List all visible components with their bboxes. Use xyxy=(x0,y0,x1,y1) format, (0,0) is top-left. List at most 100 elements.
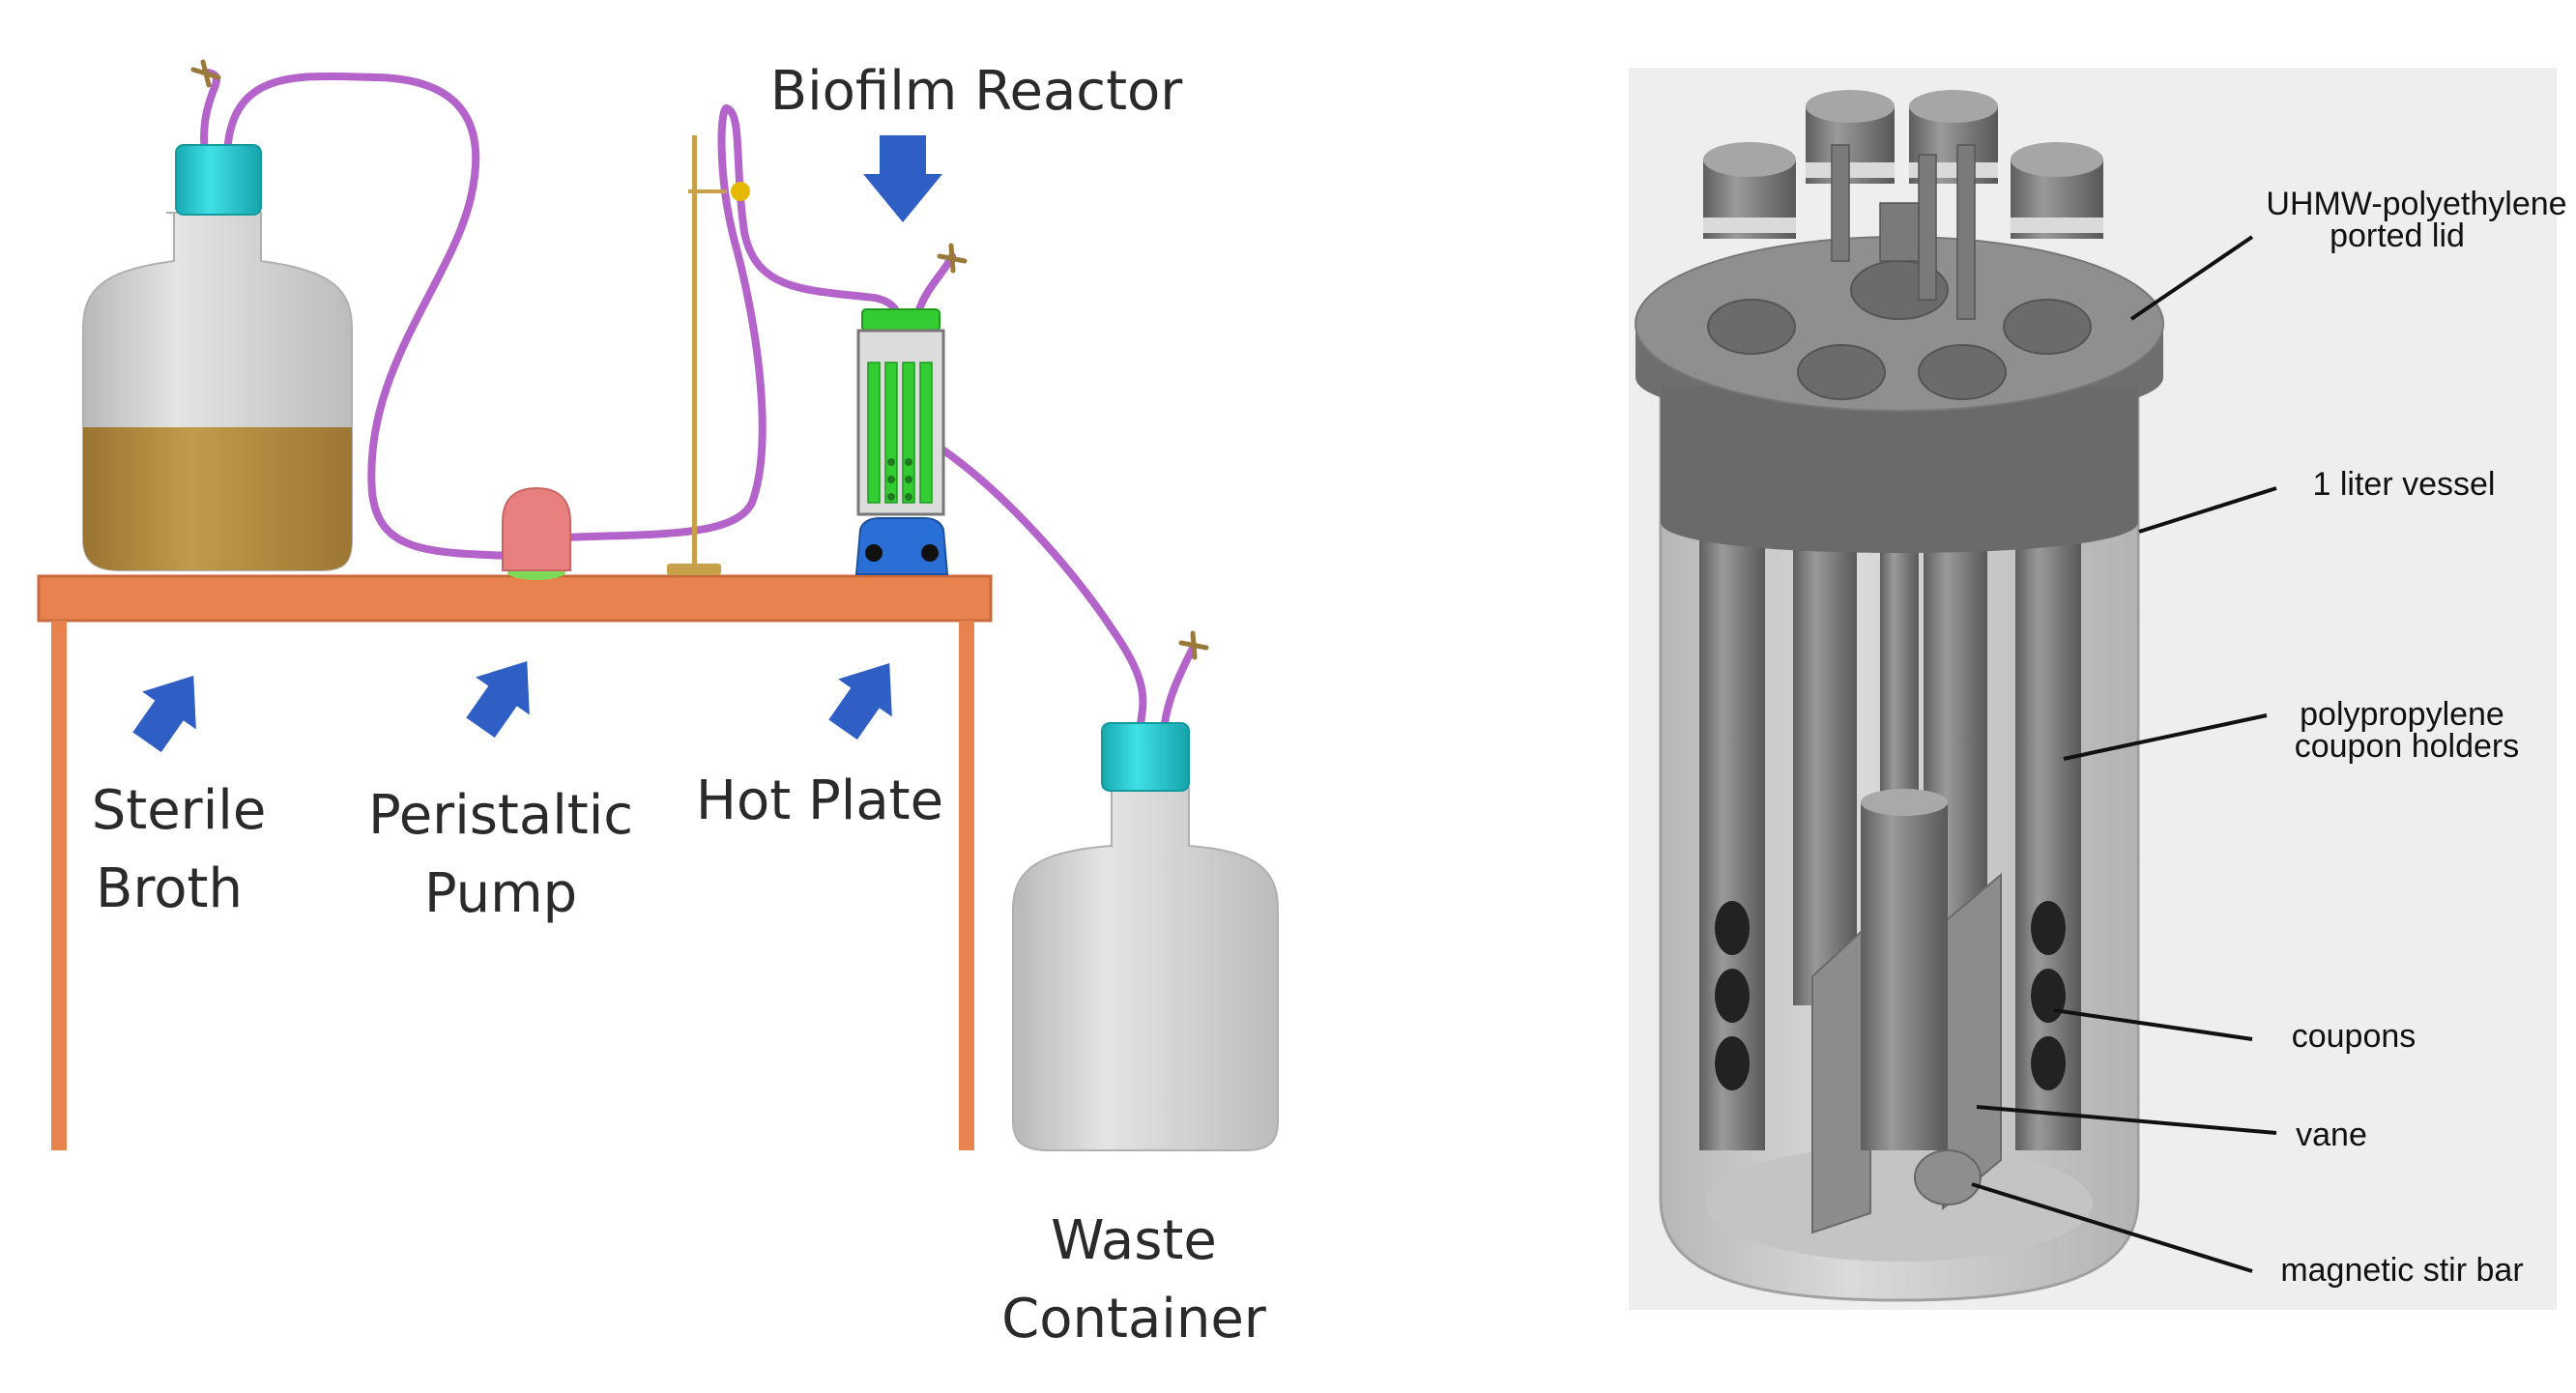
pump-head xyxy=(502,486,571,571)
waste-container-bottle xyxy=(1012,722,1279,1151)
label-peristaltic-pump-line2: Pump xyxy=(424,862,577,925)
broth-bottle-cap xyxy=(175,144,262,216)
label-coupons: coupons xyxy=(2292,1018,2417,1055)
label-peristaltic-pump-line1: Peristaltic xyxy=(368,784,633,847)
waste-bottle-body xyxy=(1012,787,1279,1151)
clamp-knob xyxy=(731,182,750,201)
reactor-coupons xyxy=(887,458,912,501)
reactor-rod xyxy=(919,362,933,504)
vessel-bottom-inner xyxy=(1706,1146,2093,1262)
center-shaft xyxy=(1880,541,1919,812)
reactor-coupon xyxy=(887,476,895,483)
reactor-coupon xyxy=(905,493,912,501)
coupon xyxy=(1715,969,1750,1023)
label-waste-container-line1: Waste xyxy=(1051,1209,1217,1272)
reactor-coupon xyxy=(887,493,895,501)
leader-holders xyxy=(2063,713,2268,761)
hot-plate-knob xyxy=(865,544,883,562)
lid-port xyxy=(1918,344,2007,400)
leader-lines xyxy=(1971,235,2277,1273)
reactor-coupon xyxy=(905,476,912,483)
arrow-hot-plate xyxy=(828,662,892,740)
lab-table xyxy=(37,574,993,1150)
reactor-lid xyxy=(861,308,941,332)
label-lid-line1: UHMW-polyethylene xyxy=(2266,186,2566,222)
arrow-peristaltic-pump xyxy=(466,660,530,739)
vent-filter-waste xyxy=(1178,630,1209,660)
leader-vessel xyxy=(2138,486,2277,534)
magnetic-stir-bar xyxy=(1914,1149,1982,1205)
left-panel-apparatus: Biofilm Reactor Sterile Broth Peristalti… xyxy=(37,59,1279,1350)
lid-port xyxy=(1797,344,1886,400)
table-leg-left xyxy=(51,621,67,1150)
label-sterile-broth-line2: Broth xyxy=(96,857,243,920)
sterile-broth-bottle xyxy=(82,144,353,571)
label-vane: vane xyxy=(2296,1117,2367,1153)
tube-reactor-to-waste xyxy=(939,446,1147,727)
label-stir-bar: magnetic stir bar xyxy=(2280,1252,2523,1289)
lid-tubes xyxy=(1831,144,1976,320)
coupon xyxy=(2031,1036,2066,1090)
lid-tube xyxy=(1879,202,1920,262)
label-holders-line2: coupon holders xyxy=(2295,728,2520,765)
lid-tube xyxy=(1918,154,1937,301)
label-waste-container-line2: Container xyxy=(1001,1288,1267,1350)
table-top xyxy=(37,574,993,623)
coupon xyxy=(2031,901,2066,955)
label-lid-line2: ported lid xyxy=(2330,218,2465,254)
biofilm-reactor-small xyxy=(854,308,949,575)
label-holders-line1: polypropylene xyxy=(2300,696,2504,733)
hot-plate xyxy=(854,517,949,575)
stopper-band xyxy=(1806,162,1895,178)
ring-stand xyxy=(667,135,750,575)
tubing xyxy=(200,69,1198,727)
arrow-biofilm-reactor xyxy=(863,135,942,222)
pointer-arrows xyxy=(132,135,942,753)
arrow-sterile-broth xyxy=(132,675,196,753)
lid-tube xyxy=(1956,144,1976,320)
leader-stir-bar xyxy=(1971,1182,2253,1273)
lid-ports xyxy=(1707,260,2092,400)
stopper-band xyxy=(1703,218,1796,233)
right-panel-reactor-cutaway: UHMW-polyethylene ported lid 1 liter ves… xyxy=(1629,68,2567,1310)
leader-coupons xyxy=(2053,1008,2253,1041)
left-labels: Biofilm Reactor Sterile Broth Peristalti… xyxy=(92,60,1267,1350)
stopper-band xyxy=(2011,218,2103,233)
lid-rim xyxy=(1661,387,2138,553)
reactor-rod xyxy=(902,362,915,504)
stopper-top xyxy=(1806,90,1895,123)
label-vessel: 1 liter vessel xyxy=(2313,466,2496,503)
peristaltic-pump xyxy=(502,486,571,580)
vent-filter-broth xyxy=(190,59,221,88)
vent-filter-reactor xyxy=(937,243,968,274)
stand-base xyxy=(667,564,721,575)
hot-plate-knob xyxy=(921,544,939,562)
reactor-coupon xyxy=(905,458,912,466)
waste-bottle-cap xyxy=(1101,722,1190,792)
reactor-rods xyxy=(867,362,933,504)
coupon xyxy=(2031,969,2066,1023)
coupons xyxy=(1715,901,2066,1090)
broth-liquid xyxy=(83,427,352,570)
right-labels: UHMW-polyethylene ported lid 1 liter ves… xyxy=(2266,186,2566,1289)
coupon xyxy=(1715,1036,1750,1090)
leader-lid xyxy=(2129,235,2254,321)
stopper-top xyxy=(1909,90,1998,123)
tube-broth-to-pump xyxy=(223,72,516,560)
stopper-top xyxy=(1703,142,1796,177)
reactor-rod xyxy=(884,362,898,504)
label-biofilm-reactor: Biofilm Reactor xyxy=(770,60,1184,123)
coupon xyxy=(1715,901,1750,955)
reactor-rod xyxy=(867,362,881,504)
tube-vent-waste xyxy=(1161,642,1198,727)
coupon-holder-rod xyxy=(1793,522,1857,1005)
lid-tube xyxy=(1831,144,1850,262)
vane xyxy=(1861,802,1948,1150)
reactor-coupon xyxy=(887,458,895,466)
leader-vane xyxy=(1976,1105,2277,1135)
lid-port xyxy=(1707,299,1796,355)
table-leg-right xyxy=(959,621,974,1150)
label-hot-plate: Hot Plate xyxy=(696,769,943,832)
stand-rod xyxy=(692,135,697,568)
